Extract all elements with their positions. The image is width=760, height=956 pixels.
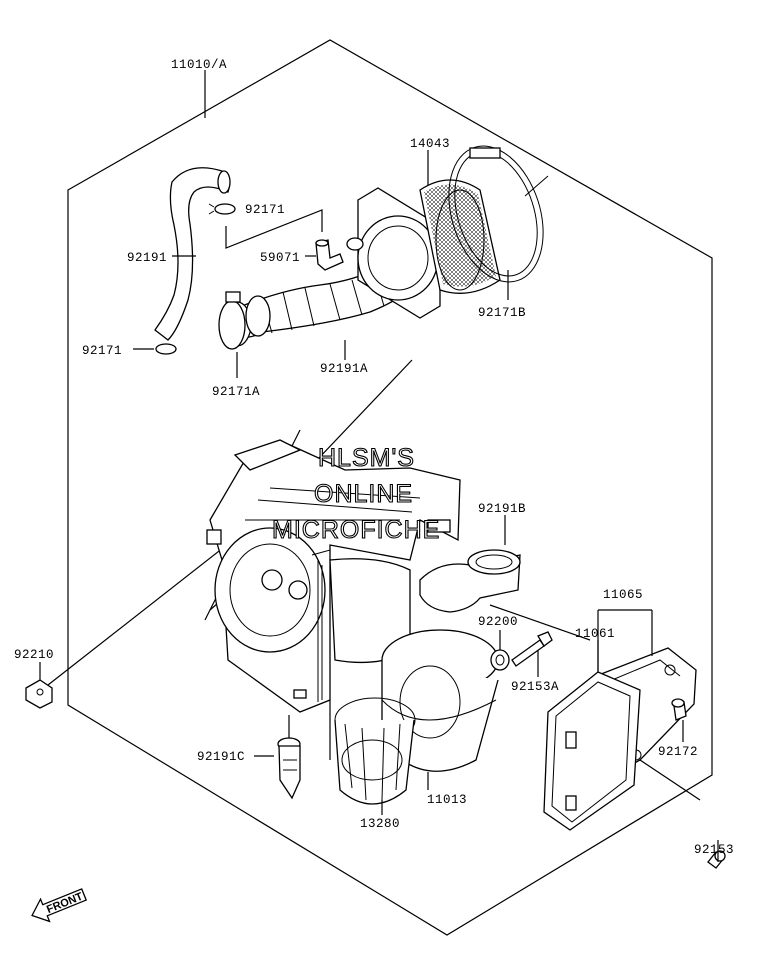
bolt-92153: [707, 850, 726, 869]
label-92191C: 92191C: [197, 750, 245, 764]
leader-washer-to-cover: [489, 604, 591, 641]
label-92191A: 92191A: [320, 362, 368, 376]
element-frame-13280: [334, 697, 416, 805]
label-92200: 92200: [478, 615, 518, 629]
label-92171B: 92171B: [478, 306, 526, 320]
label-92171-left: 92171: [82, 344, 122, 358]
assembly-outline: [67, 39, 713, 936]
fitting-59071: [315, 239, 344, 271]
label-92210: 92210: [14, 648, 54, 662]
label-59071: 59071: [260, 251, 300, 265]
watermark-line-1: HLSM'S: [318, 444, 415, 472]
leader-59071-bracket: [225, 209, 323, 249]
screw-92172: [671, 698, 687, 721]
label-11065: 11065: [603, 588, 643, 602]
drain-92191C: [277, 737, 301, 800]
label-92171A: 92171A: [212, 385, 260, 399]
clamp-ring-92171B: [448, 145, 549, 283]
label-11010A: 11010/A: [171, 58, 227, 72]
clamp-92171-left: [155, 343, 177, 355]
label-14043: 14043: [410, 137, 450, 151]
label-92191: 92191: [127, 251, 167, 265]
filter-front-plate: [346, 187, 441, 319]
label-92153: 92153: [694, 843, 734, 857]
clamp-92171-top: [208, 203, 236, 215]
front-direction-arrow: FRONT: [31, 888, 88, 923]
gasket-11061: [543, 671, 641, 831]
watermark-line-3: MICROFICHE: [272, 516, 440, 544]
label-11061: 11061: [575, 627, 615, 641]
label-92172: 92172: [658, 745, 698, 759]
foam-element-11013: [381, 629, 499, 772]
washer-92200: [490, 649, 510, 671]
label-92191B: 92191B: [478, 502, 526, 516]
front-arrow-label: FRONT: [45, 891, 85, 916]
air-cleaner-housing: [206, 439, 461, 713]
label-11013: 11013: [427, 793, 467, 807]
watermark-line-2: ONLINE: [314, 480, 413, 508]
clamp-92171A: [218, 291, 246, 350]
label-13280: 13280: [360, 817, 400, 831]
breather-hose: [154, 167, 231, 341]
label-92171-top: 92171: [245, 203, 285, 217]
label-92153A: 92153A: [511, 680, 559, 694]
mesh-filter: [419, 179, 501, 294]
duct-92191B: [419, 549, 521, 613]
bolt-92153A: [511, 631, 553, 667]
leader-92153: [639, 759, 719, 862]
